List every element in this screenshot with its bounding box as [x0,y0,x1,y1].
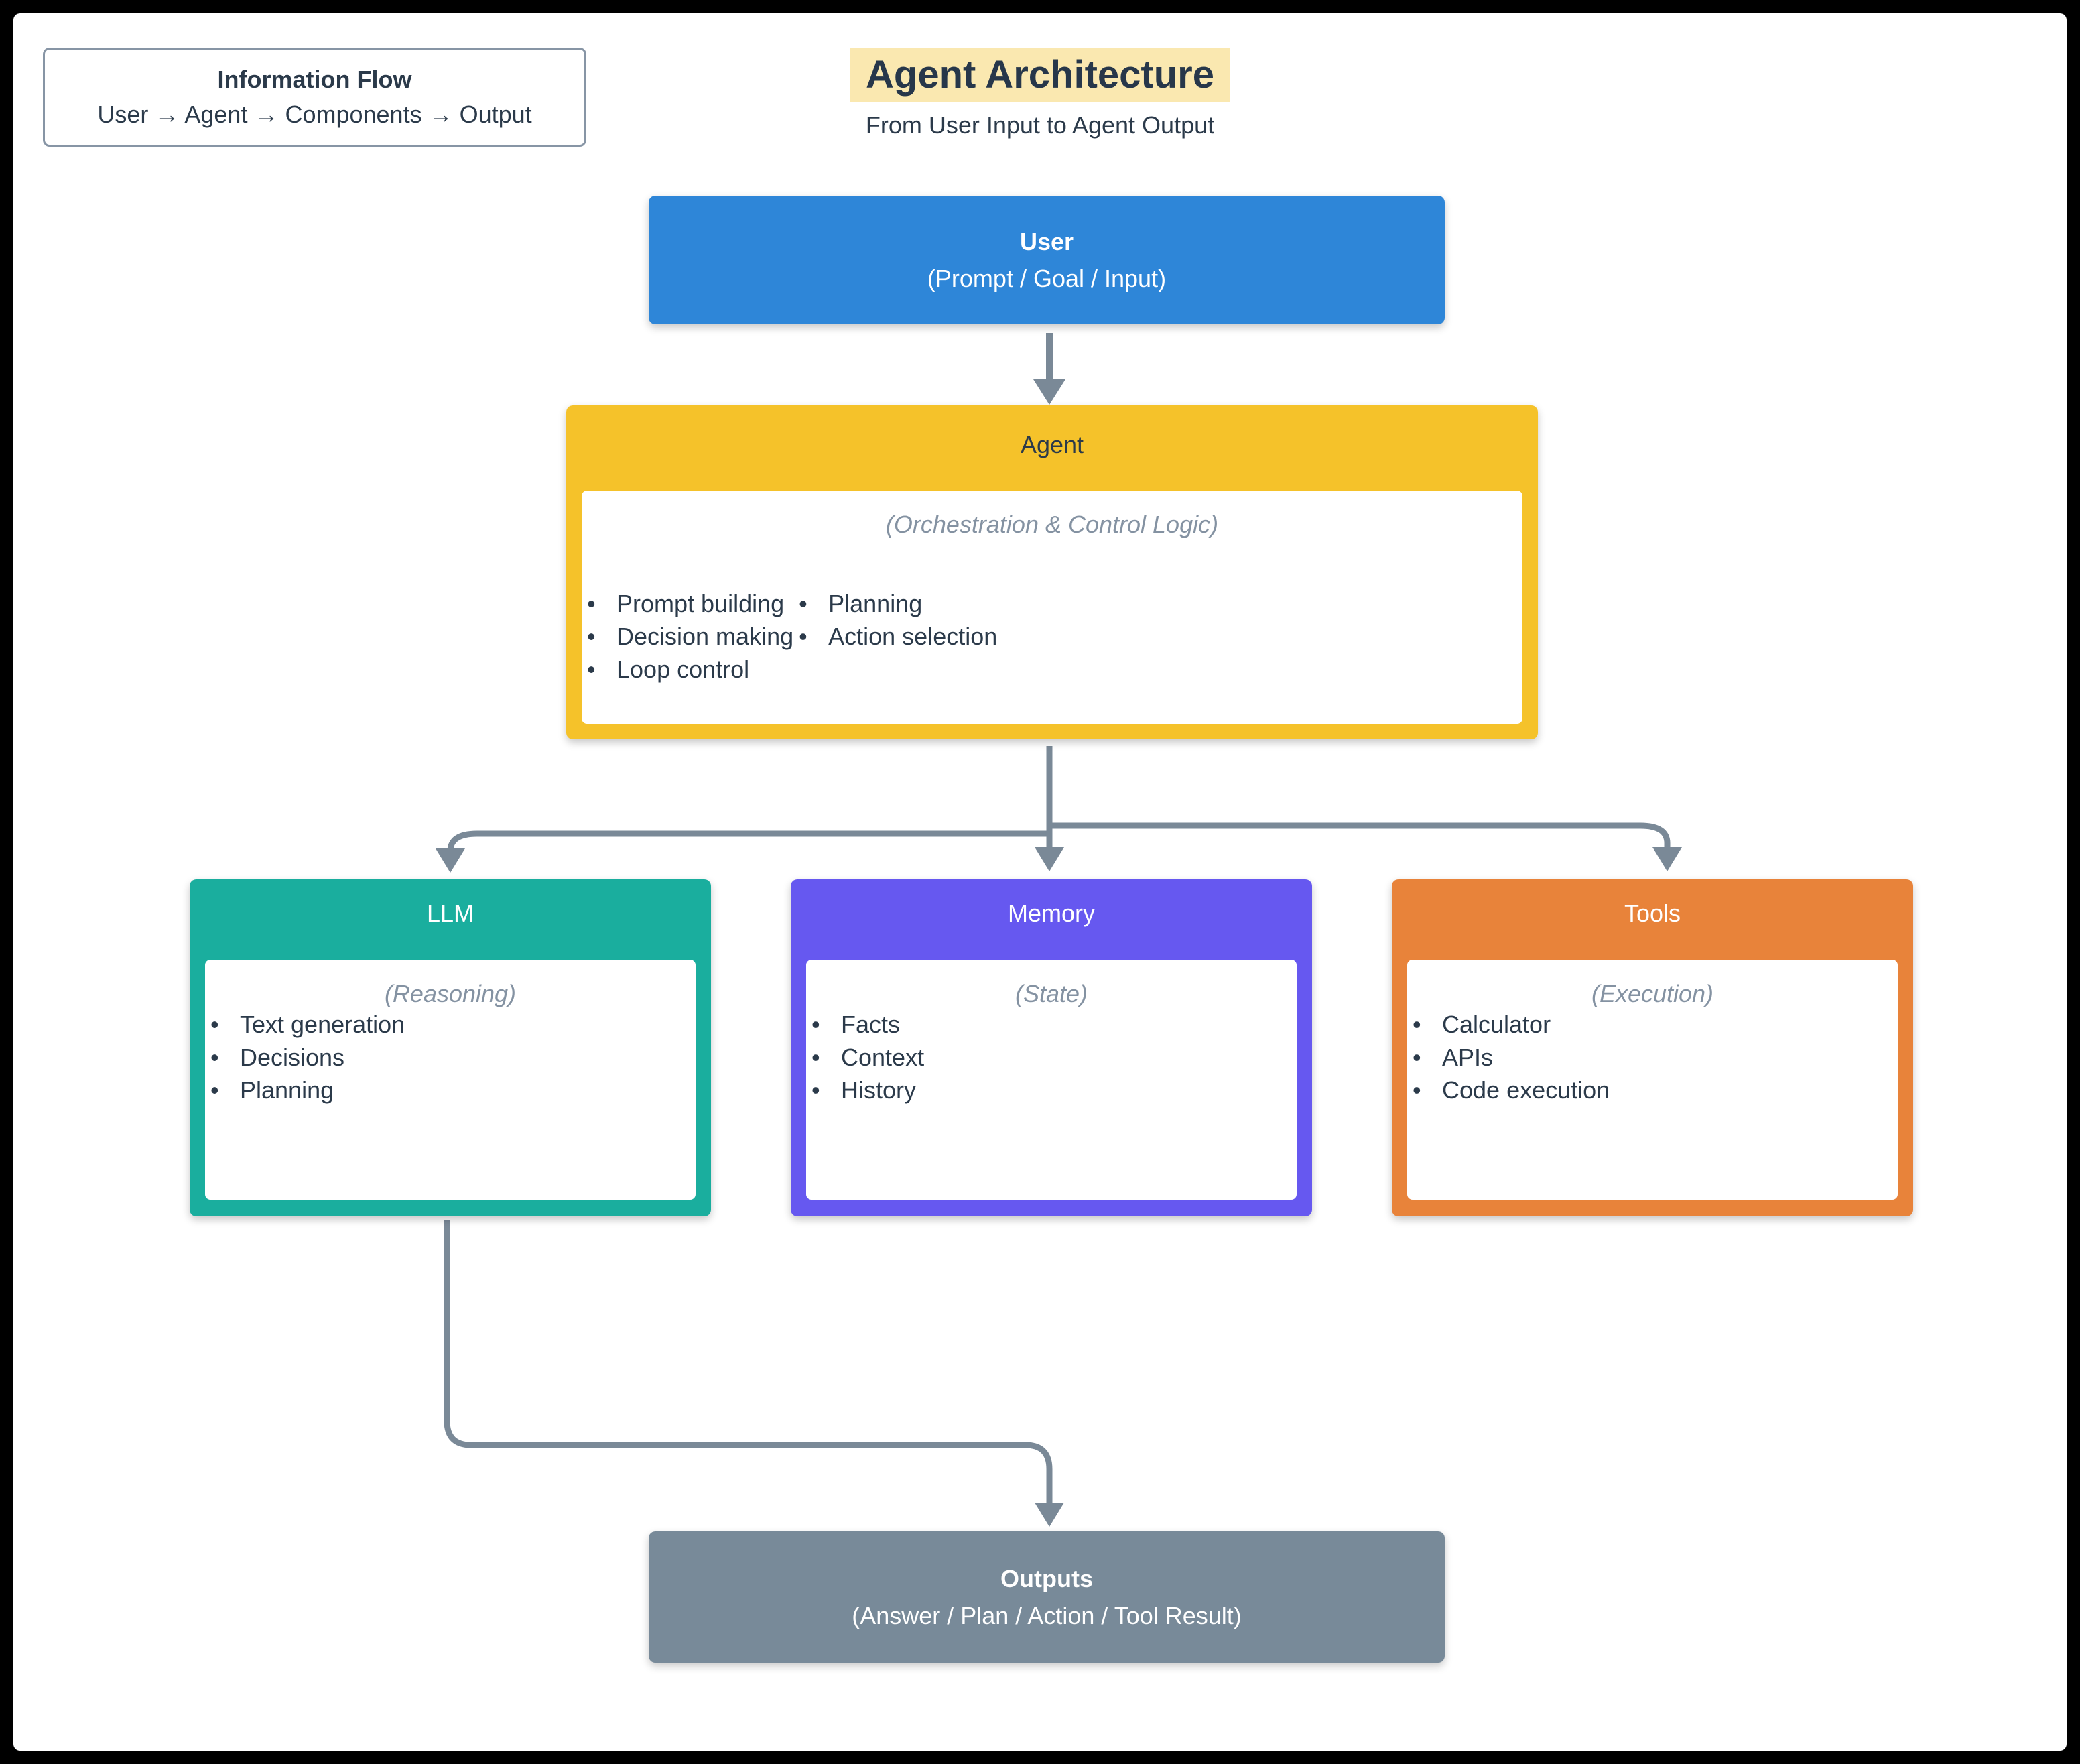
bullet-item: Action selection [793,620,997,653]
diagram-canvas: Information Flow User → Agent → Componen… [13,13,2067,1751]
node-tools-body: (Execution) CalculatorAPIsCode execution [1407,960,1898,1200]
node-llm-body: (Reasoning) Text generationDecisionsPlan… [205,960,696,1200]
node-agent-bullet-columns: Prompt buildingDecision makingLoop contr… [582,587,1522,686]
page-title: Agent Architecture [850,48,1230,102]
llm-bullets: Text generationDecisionsPlanning [205,1008,696,1107]
arrow-agent-to-tools [1049,822,1671,848]
node-agent: Agent (Orchestration & Control Logic) Pr… [566,405,1538,739]
node-memory-title: Memory [1007,899,1095,927]
bullet-item: Planning [793,587,997,620]
node-llm-title: LLM [426,899,474,927]
node-llm: LLM (Reasoning) Text generationDecisions… [190,879,711,1216]
memory-bullets: FactsContextHistory [806,1008,1297,1107]
bullet-item: Prompt building [582,587,793,620]
legend-flow-text: User → Agent → Components → Output [97,101,532,128]
node-user: User (Prompt / Goal / Input) [649,196,1445,324]
node-tools: Tools (Execution) CalculatorAPIsCode exe… [1392,879,1913,1216]
bullet-item: APIs [1407,1041,1898,1074]
bullet-item: Context [806,1041,1297,1074]
node-llm-subtitle: (Reasoning) [384,980,517,1007]
bullet-item: Loop control [582,653,793,686]
node-outputs-subtitle: (Answer / Plan / Action / Tool Result) [852,1601,1242,1629]
node-agent-body: (Orchestration & Control Logic) Prompt b… [582,491,1522,724]
legend-title: Information Flow [217,66,412,93]
node-memory-subtitle: (State) [1015,980,1088,1007]
node-memory-body: (State) FactsContextHistory [806,960,1297,1200]
arrow-agent-to-llm [447,830,1049,852]
bullet-item: Decisions [205,1041,696,1074]
arrowhead-agent-to-llm [436,848,465,873]
arrowhead-agent-to-memory [1035,847,1064,871]
bullet-item: Planning [205,1074,696,1107]
arrowhead-agent-to-tools [1652,847,1682,871]
tools-bullets: CalculatorAPIsCode execution [1407,1008,1898,1107]
arrowhead-llm-to-outputs [1035,1503,1064,1527]
node-agent-subtitle: (Orchestration & Control Logic) [885,511,1219,538]
node-tools-subtitle: (Execution) [1591,980,1714,1007]
node-outputs: Outputs (Answer / Plan / Action / Tool R… [649,1531,1445,1663]
arrow-llm-to-outputs [444,1220,1053,1504]
node-outputs-title: Outputs [1000,1564,1093,1592]
bullet-item: Facts [806,1008,1297,1041]
page-header: Agent Architecture From User Input to Ag… [13,48,2067,139]
node-tools-title: Tools [1624,899,1681,927]
arrowhead-user-to-agent [1033,379,1065,405]
node-user-title: User [1019,227,1074,255]
agent-bullets-left: Prompt buildingDecision makingLoop contr… [582,587,793,686]
node-user-subtitle: (Prompt / Goal / Input) [927,264,1167,292]
bullet-item: Decision making [582,620,793,653]
bullet-item: Code execution [1407,1074,1898,1107]
node-memory: Memory (State) FactsContextHistory [791,879,1312,1216]
agent-bullets-right: PlanningAction selection [793,587,997,686]
bullet-item: Calculator [1407,1008,1898,1041]
page-subtitle: From User Input to Agent Output [865,111,1215,139]
node-agent-title: Agent [1020,431,1084,458]
bullet-item: Text generation [205,1008,696,1041]
bullet-item: History [806,1074,1297,1107]
information-flow-legend: Information Flow User → Agent → Componen… [43,48,586,147]
